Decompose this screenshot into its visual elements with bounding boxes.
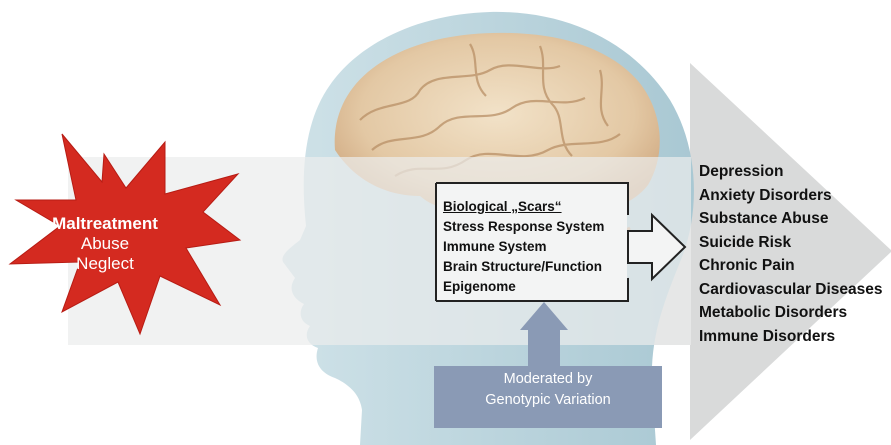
maltreatment-label-group: Maltreatment Abuse Neglect <box>0 214 210 274</box>
moderator-line-1: Moderated by <box>434 369 662 390</box>
scars-item-brain: Brain Structure/Function <box>443 257 604 277</box>
outcome-item: Metabolic Disorders <box>699 301 883 325</box>
scars-heading: Biological „Scars“ <box>443 197 604 217</box>
outcome-item: Anxiety Disorders <box>699 184 883 208</box>
scars-item-immune: Immune System <box>443 237 604 257</box>
outcome-item: Depression <box>699 160 883 184</box>
outcomes-list: Depression Anxiety Disorders Substance A… <box>699 160 883 348</box>
outcome-item: Substance Abuse <box>699 207 883 231</box>
outcome-item: Immune Disorders <box>699 325 883 349</box>
scars-item-stress: Stress Response System <box>443 217 604 237</box>
scars-text-group: Biological „Scars“ Stress Response Syste… <box>443 197 604 297</box>
maltreatment-title: Maltreatment <box>0 214 210 234</box>
maltreatment-item-abuse: Abuse <box>0 234 210 254</box>
maltreatment-item-neglect: Neglect <box>0 254 210 274</box>
outcome-item: Suicide Risk <box>699 231 883 255</box>
scars-item-epigenome: Epigenome <box>443 277 604 297</box>
outcome-item: Cardiovascular Diseases <box>699 278 883 302</box>
moderator-label: Moderated by Genotypic Variation <box>434 369 662 411</box>
moderator-line-2: Genotypic Variation <box>434 390 662 411</box>
outcome-item: Chronic Pain <box>699 254 883 278</box>
